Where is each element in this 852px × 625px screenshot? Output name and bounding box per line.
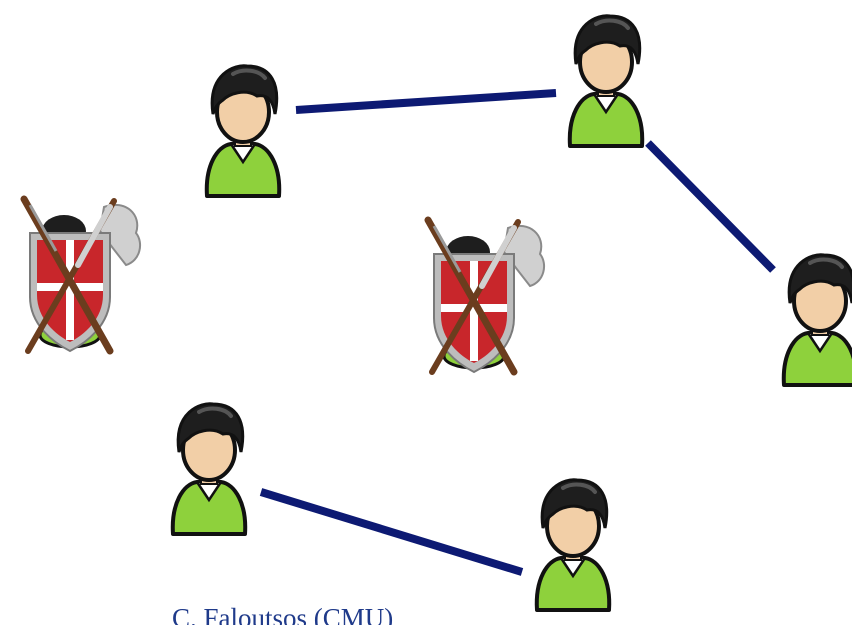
fraudster-left-node: [20, 195, 142, 355]
user-bottom-right-node: [534, 478, 612, 612]
user-top-left-node: [204, 64, 282, 198]
person-icon: [204, 64, 282, 198]
person-icon: [170, 402, 248, 536]
edge-user-top-right-to-user-right: [645, 140, 776, 273]
fraudster-center-node: [424, 216, 546, 376]
shield-axe-icon: [424, 216, 546, 376]
person-icon: [781, 253, 852, 387]
edge-user-bottom-left-to-user-bottom-right: [259, 488, 524, 576]
user-bottom-left-node: [170, 402, 248, 536]
user-top-right-node: [567, 14, 645, 148]
person-icon: [567, 14, 645, 148]
person-icon: [534, 478, 612, 612]
footer-credit: C. Faloutsos (CMU): [172, 603, 394, 625]
user-right-node: [781, 253, 852, 387]
edge-user-top-left-to-user-top-right: [295, 89, 557, 114]
shield-axe-icon: [20, 195, 142, 355]
